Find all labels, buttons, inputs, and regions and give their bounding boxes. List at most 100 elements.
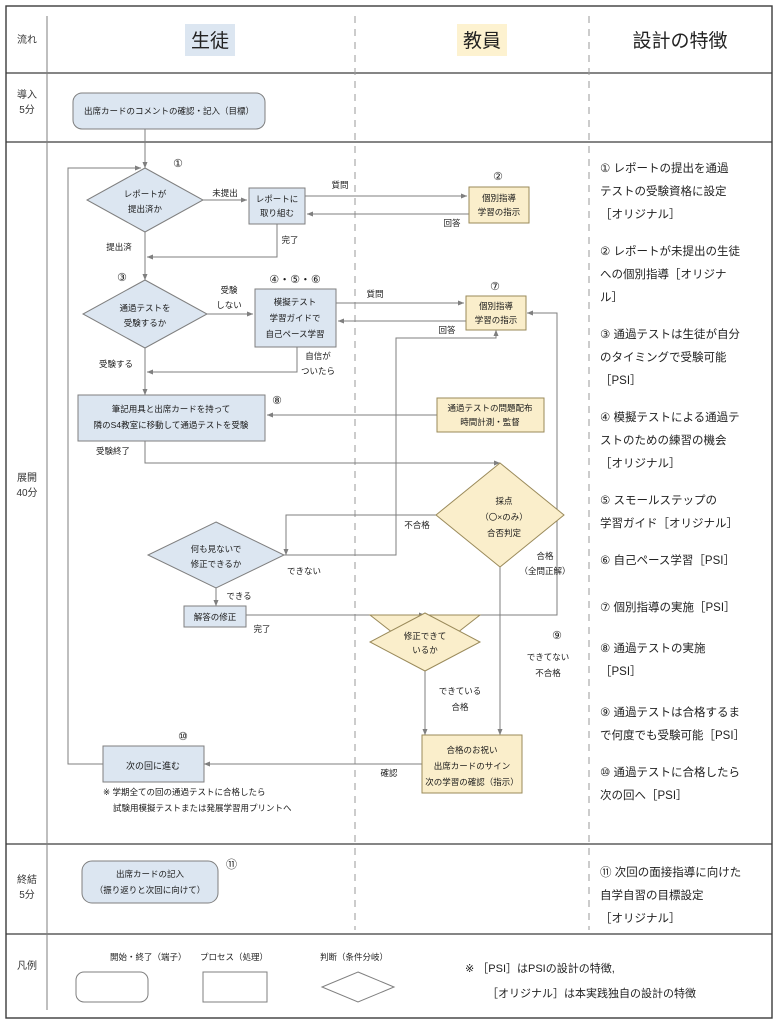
node-dfix2-line1: 修正できて [404, 631, 447, 641]
edge-dscore-to-dfix [283, 514, 436, 556]
node-d3-take-test[interactable]: 通過テストを 受験するか [81, 279, 209, 349]
node-outro-number: ⑪ [226, 858, 237, 871]
flow-column-label: 流れ [17, 33, 37, 46]
node-p1-work-report[interactable]: レポートに 取り組む [248, 187, 306, 225]
node-outro[interactable]: 出席カードの記入 （振り返りと次回に向けて） [81, 860, 219, 904]
node-congrats-line1: 合格のお祝い [446, 745, 497, 755]
feature-3-line3: ［PSI］ [600, 374, 642, 387]
row-label-develop-name: 展開 [17, 472, 37, 484]
edge-label-jishin-1: 自信が [305, 351, 331, 361]
edge-p456-back [146, 347, 298, 375]
feature-10-line2: 次の回へ［PSI］ [600, 788, 688, 802]
node-dfix2-line2: いるか [412, 645, 438, 655]
legend-terminal-caption: 開始・終了（端子） [110, 952, 187, 962]
node-t2-individual-guidance[interactable]: 個別指導 学習の指示 [468, 186, 530, 224]
node-pfix-correct-answer[interactable]: 解答の修正 [183, 605, 247, 628]
design-lane-title: 設計の特徴 [632, 30, 727, 52]
node-p456-self-paced[interactable]: 模擬テスト 学習ガイドで 自己ペース学習 [254, 288, 337, 348]
node-dfix-line2: 修正できるか [191, 559, 242, 569]
feature-item-3: ③ 通過テストは生徒が自分 のタイミングで受験可能 ［PSI］ [600, 327, 741, 387]
edge-label-kanryo: 完了 [281, 235, 298, 245]
legend-decision-caption: 判断（条件分岐） [320, 952, 388, 962]
edge-label-dekiteru-2: 合格 [451, 702, 469, 712]
edge-label-kakunin: 確認 [380, 768, 398, 778]
feature-2-line3: ル］ [600, 291, 623, 304]
node-p456-line1: 模擬テスト [274, 297, 317, 307]
node-congrats-line2: 出席カードのサイン [434, 761, 511, 771]
footnote-line2: 試験用模擬テストまたは発展学習用プリントへ [113, 803, 292, 813]
footnote-line1: ※ 学期全ての回の通過テストに合格したら [103, 787, 266, 797]
page-border [5, 5, 773, 1019]
edge-label-jishin-2: ついたら [301, 366, 335, 376]
node-d1-number: ① [173, 158, 183, 170]
legend-decision-shape [320, 971, 396, 1003]
node-t2-line1: 個別指導 [482, 193, 517, 203]
feature-item-5: ⑤ スモールステップの 学習ガイド［オリジナル］ [600, 494, 738, 530]
node-d1-report-submitted[interactable]: レポートが 提出済か [85, 167, 205, 233]
node-p456-line2: 学習ガイドで [269, 313, 320, 323]
student-lane-title: 生徒 [191, 30, 229, 52]
feature-4-line2: ストのための練習の機会 [600, 433, 727, 447]
node-p1-line1: レポートに [256, 194, 299, 204]
teacher-lane-title: 教員 [463, 30, 501, 52]
teacher-lane-highlight [457, 24, 507, 56]
edge-label-dekitenai-1: できてない [527, 652, 570, 662]
node-congrats-line3: 次の学習の確認（指示） [425, 777, 519, 787]
node-dfix-can-correct[interactable]: 何も見ないで 修正できるか [146, 521, 286, 589]
node-d3-line1: 通過テストを [119, 303, 170, 313]
node-pnext-proceed[interactable]: 次の回に進む [102, 745, 205, 783]
feature-10-line1: ⑩ 通過テストに合格したら [600, 765, 740, 779]
feature-11-line1: ⑪ 次回の面接指導に向けた [600, 865, 741, 879]
feature-9-line1: ⑨ 通過テストは合格するま [600, 705, 740, 719]
row-label-outro-name: 終結 [17, 873, 37, 886]
node-congratulations[interactable]: 合格のお祝い 出席カードのサイン 次の学習の確認（指示） [421, 734, 523, 794]
edge-label-kaito: 回答 [443, 218, 461, 228]
node-dfix2-corrected[interactable]: 修正できて いるか [368, 612, 482, 672]
feature-1-line3: ［オリジナル］ [600, 208, 681, 221]
node-p8-move-take-test[interactable]: 筆記用具と出席カードを持って 隣のS4教室に移動して通過テストを受験 [77, 394, 266, 442]
feature-9-line2: で何度でも受験可能［PSI］ [600, 728, 745, 742]
feature-2-line1: ② レポートが未提出の生徒 [600, 244, 741, 258]
row-label-develop-time: 40分 [16, 487, 37, 499]
node-pnext-number: ⑩ [178, 731, 188, 743]
feature-item-1: ① レポートの提出を通過 テストの受験資格に設定 ［オリジナル］ [600, 161, 729, 221]
edge-label-gokaku-1: 合格 [536, 551, 554, 561]
feature-2-line2: への個別指導［オリジナ [600, 267, 727, 281]
node-dscore-line2: （〇×のみ） [480, 512, 527, 522]
node-dscore-grading[interactable]: 採点 （〇×のみ） 合否判定 [435, 462, 565, 568]
node-d1-line2: 提出済か [128, 204, 163, 214]
node-p456-number: ④・⑤・⑥ [269, 274, 321, 286]
feature-4-line1: ④ 模擬テストによる通過テ [600, 410, 740, 424]
edge-label-dekitenai-2: 不合格 [535, 668, 561, 678]
edge-label-dekiru: できる [226, 591, 251, 601]
row-label-intro-name: 導入 [17, 88, 37, 101]
edge-label-kaito-2: 回答 [438, 325, 456, 335]
feature-3-line2: のタイミングで受験可能 [600, 350, 727, 364]
edge-label-gokaku-2: （全問正解） [519, 566, 570, 576]
legend-process-shape [202, 971, 268, 1003]
node-intro-line1: 出席カードのコメントの確認・記入（目標） [84, 106, 254, 116]
edge-label-kanryo2: 完了 [253, 624, 270, 634]
node-d3-number: ③ [117, 272, 127, 284]
node-dscore-line1: 採点 [495, 496, 513, 506]
edge-label-juken-2: しない [216, 300, 242, 310]
edge-label-shitsumon: 質問 [331, 180, 348, 190]
row-label-intro-time: 5分 [19, 104, 35, 116]
node-congrats-number: ⑨ [552, 630, 562, 642]
feature-1-line2: テストの受験資格に設定 [600, 184, 727, 198]
node-intro[interactable]: 出席カードのコメントの確認・記入（目標） [72, 92, 266, 130]
node-t7-individual-guidance[interactable]: 個別指導 学習の指示 [465, 295, 527, 331]
node-dscore-line3: 合否判定 [487, 528, 522, 538]
edge-label-juken-suru: 受験する [99, 359, 133, 369]
legend-terminal-shape [75, 971, 149, 1003]
node-d3-line2: 受験するか [124, 318, 167, 328]
node-t8-line1: 通過テストの問題配布 [447, 403, 532, 413]
feature-8-line2: ［PSI］ [600, 665, 642, 678]
edge-label-fugokaku: 不合格 [404, 520, 430, 530]
feature-3-line1: ③ 通過テストは生徒が自分 [600, 327, 741, 341]
edge-label-dekinai: できない [287, 566, 321, 576]
edge-label-juken-1: 受験 [220, 285, 238, 295]
feature-11-line2: 自学自習の目標設定 [600, 888, 704, 902]
node-t8-distribute-test[interactable]: 通過テストの問題配布 時間計測・監督 [436, 397, 545, 433]
